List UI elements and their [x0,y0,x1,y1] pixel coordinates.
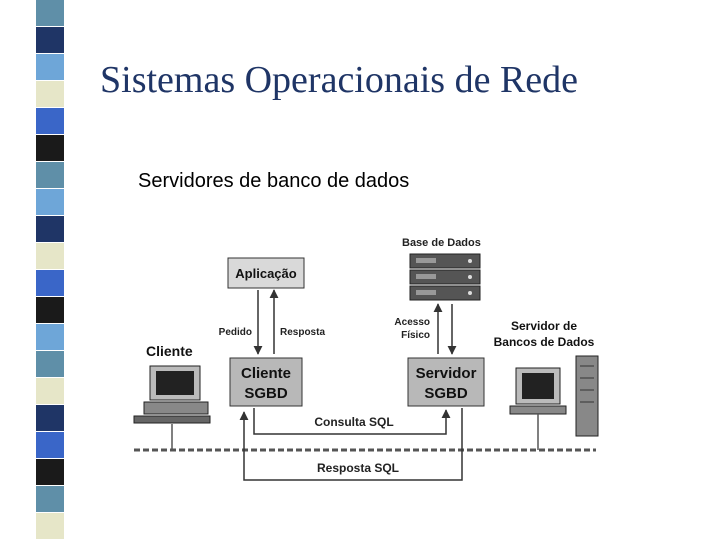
stripe-block [36,378,64,404]
stripe-block [36,27,64,53]
stripe-block [36,513,64,539]
stripe-block [36,324,64,350]
pedido-label: Pedido [219,327,252,338]
aplicacao-label: Aplicação [235,266,296,281]
stripe-block [36,108,64,134]
slide-subtitle: Servidores de banco de dados [138,170,410,192]
resposta-sql-label: Resposta SQL [317,461,399,475]
stripe-block [36,432,64,458]
consulta-sql-arrow [253,408,451,435]
stripe-block [36,0,64,26]
resposta-sql-arrow [239,408,463,481]
resposta-label: Resposta [280,327,325,338]
consulta-sql-label: Consulta SQL [314,415,393,429]
aplicacao-box [227,257,305,289]
servidor-sgbd-label-line1: Servidor [416,365,477,382]
stripe-block [36,135,64,161]
client-computer-icon [133,365,211,424]
stripe-block [36,216,64,242]
servidor-sgbd-box [407,357,485,407]
server-computer-icon [509,355,599,437]
stripe-block [36,81,64,107]
servidor-label-line1: Servidor de [511,319,577,333]
cliente-label: Cliente [146,343,193,359]
cliente-sgbd-box [229,357,303,407]
decorative-stripe [36,0,64,539]
database-server-diagram: Base de Dados Aplicação Pedido Resposta … [133,237,599,481]
servidor-sgbd-label-line2: SGBD [424,385,468,402]
stripe-block [36,486,64,512]
stripe-block [36,270,64,296]
stripe-block [36,297,64,323]
stripe-block [36,405,64,431]
acesso-label: Acesso [394,317,430,328]
stripe-block [36,459,64,485]
stripe-block [36,162,64,188]
cliente-sgbd-label-line1: Cliente [241,365,291,382]
stripe-block [36,54,64,80]
database-icon [409,253,481,301]
fisico-label: Físico [401,330,430,341]
cliente-sgbd-label-line2: SGBD [244,385,288,402]
stripe-block [36,243,64,269]
base-de-dados-label: Base de Dados [402,237,481,249]
stripe-block [36,189,64,215]
servidor-label-line2: Bancos de Dados [494,335,595,349]
slide-title: Sistemas Operacionais de Rede [100,59,579,101]
stripe-block [36,351,64,377]
